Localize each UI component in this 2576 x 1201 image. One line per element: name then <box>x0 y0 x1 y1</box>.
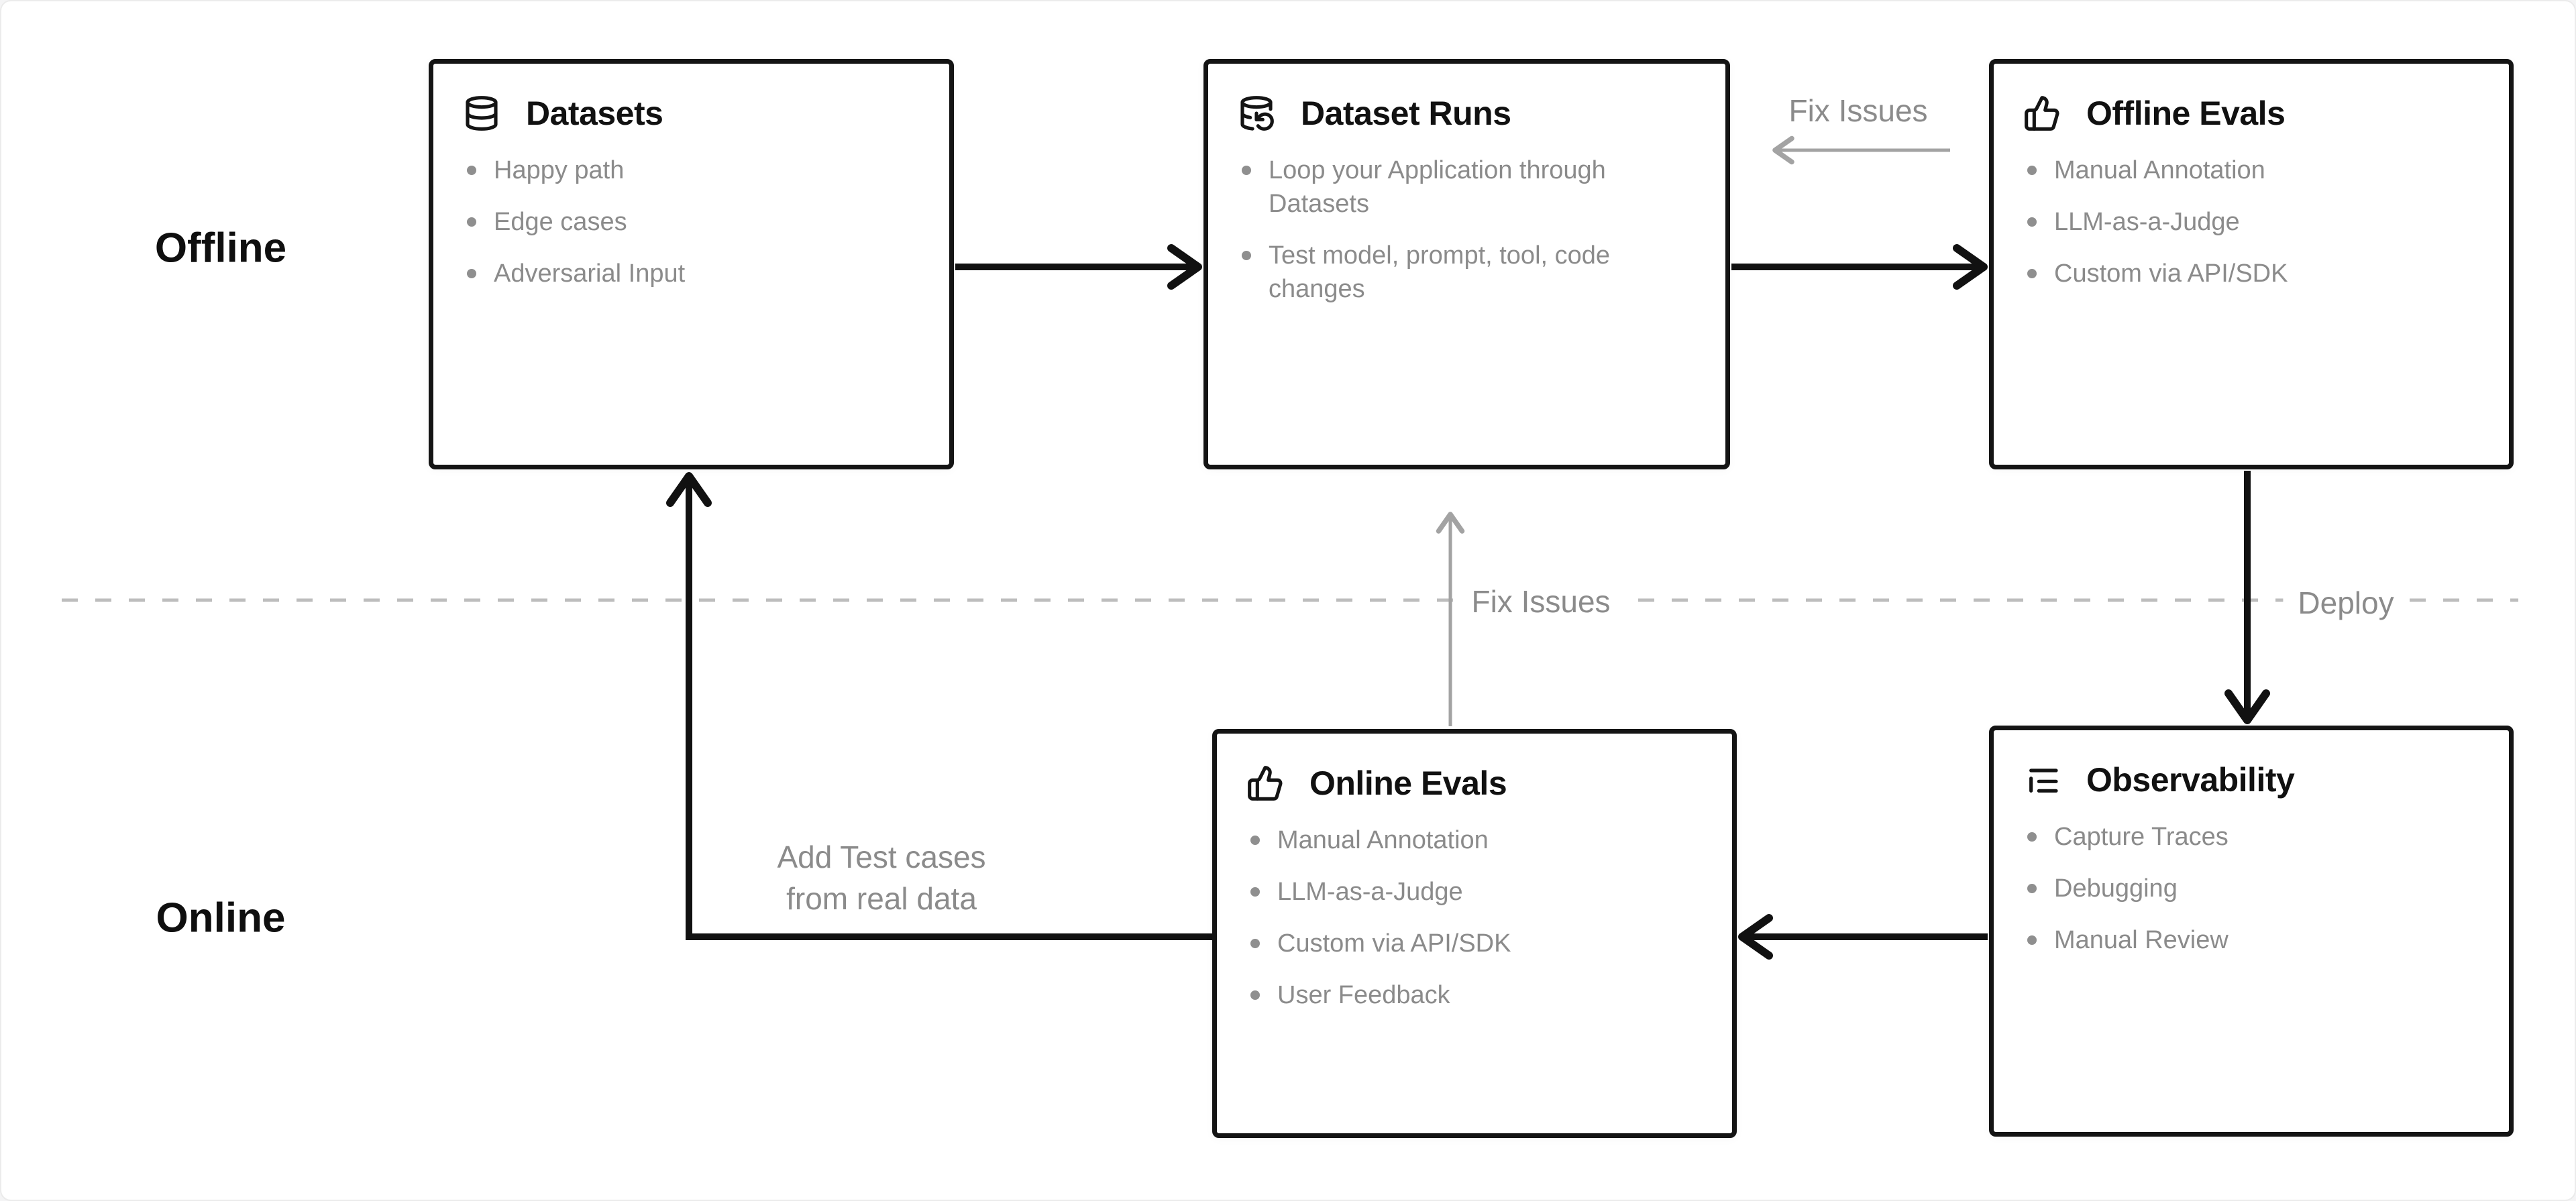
list-item: LLM-as-a-Judge <box>1246 875 1703 909</box>
offline-evals-box-header: Offline Evals <box>2023 93 2479 133</box>
list-item: Custom via API/SDK <box>2023 257 2479 290</box>
list-item: User Feedback <box>1246 978 1703 1012</box>
datasets-box: Datasets Happy path Edge cases Adversari… <box>429 59 954 469</box>
dataset-runs-box-header: Dataset Runs <box>1238 93 1696 133</box>
offline-section-label: Offline <box>154 225 287 272</box>
observability-item-list: Capture Traces Debugging Manual Review <box>2023 820 2479 957</box>
online-evals-item-list: Manual Annotation LLM-as-a-Judge Custom … <box>1246 823 1703 1012</box>
online-section-label: Online <box>156 895 286 941</box>
datasets-box-header: Datasets <box>463 93 920 133</box>
box-title: Offline Evals <box>2086 95 2286 132</box>
dataset-runs-item-list: Loop your Application through Datasets T… <box>1238 154 1696 306</box>
online-evals-box: Online Evals Manual Annotation LLM-as-a-… <box>1212 729 1737 1138</box>
thumbs-up-icon <box>2023 95 2061 132</box>
list-item: Manual Annotation <box>1246 823 1703 857</box>
database-backup-icon <box>1238 95 1275 132</box>
add-test-cases-label: Add Test cases from real data <box>777 836 985 919</box>
list-item: Happy path <box>463 154 920 187</box>
fix-issues-middle-label: Fix Issues <box>1458 581 1624 622</box>
dataset-runs-box: Dataset Runs Loop your Application throu… <box>1203 59 1730 469</box>
offline-evals-box: Offline Evals Manual Annotation LLM-as-a… <box>1989 59 2514 469</box>
offline-evals-item-list: Manual Annotation LLM-as-a-Judge Custom … <box>2023 154 2479 290</box>
list-item: Test model, prompt, tool, code changes <box>1238 239 1696 306</box>
datasets-item-list: Happy path Edge cases Adversarial Input <box>463 154 920 290</box>
box-title: Dataset Runs <box>1301 95 1511 132</box>
fix-issues-top-label: Fix Issues <box>1788 93 1928 128</box>
add-test-cases-line1: Add Test cases <box>777 840 986 874</box>
box-title: Datasets <box>526 95 663 132</box>
observability-box: Observability Capture Traces Debugging M… <box>1989 726 2514 1137</box>
list-item: LLM-as-a-Judge <box>2023 205 2479 239</box>
list-item: Custom via API/SDK <box>1246 927 1703 960</box>
add-test-cases-line2: from real data <box>786 881 977 916</box>
box-title: Online Evals <box>1309 764 1507 802</box>
database-icon <box>463 95 500 132</box>
list-item: Edge cases <box>463 205 920 239</box>
box-title: Observability <box>2086 761 2295 799</box>
list-item: Manual Annotation <box>2023 154 2479 187</box>
list-item: Capture Traces <box>2023 820 2479 854</box>
thumbs-up-icon <box>1246 764 1284 802</box>
logs-icon <box>2023 761 2061 799</box>
list-item: Manual Review <box>2023 923 2479 957</box>
list-item: Adversarial Input <box>463 257 920 290</box>
list-item: Loop your Application through Datasets <box>1238 154 1696 221</box>
arrow-online-evals-to-datasets-add-test-cases <box>666 472 1212 940</box>
online-evals-box-header: Online Evals <box>1246 763 1703 803</box>
observability-box-header: Observability <box>2023 760 2479 800</box>
deploy-label: Deploy <box>2283 582 2409 624</box>
list-item: Debugging <box>2023 872 2479 905</box>
